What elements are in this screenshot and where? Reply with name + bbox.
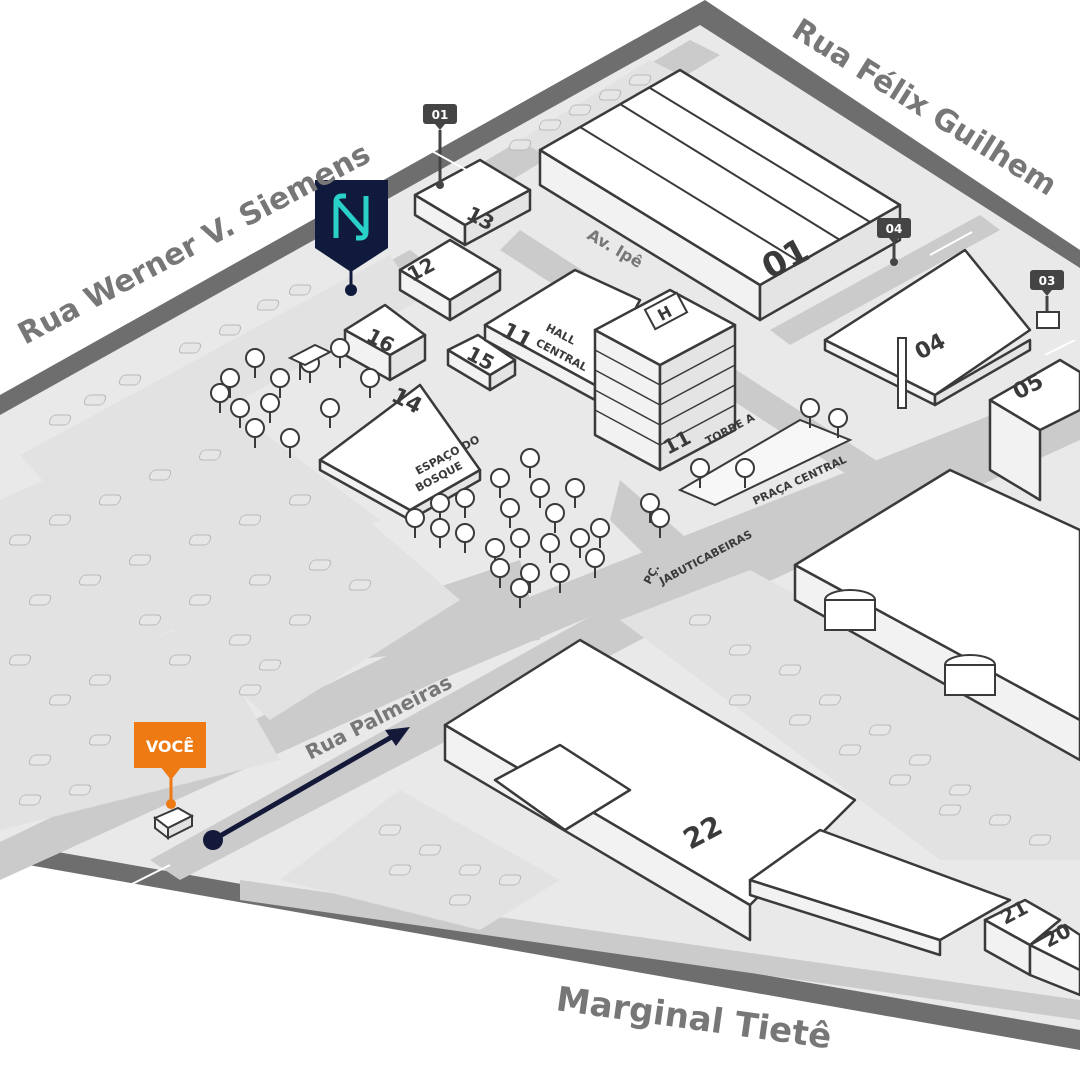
building-13[interactable]: 13 [413,158,532,247]
you-are-here-marker[interactable]: VOCÊ [134,722,206,841]
n-logo-icon [333,193,369,241]
building-22[interactable]: 22 [443,638,1012,957]
gate-01-label: 01 [432,108,449,122]
building-05[interactable]: 05 [988,358,1080,502]
building-east-warehouse[interactable] [793,468,1080,762]
bus-stop [287,343,333,380]
entrance-arrow-sw [129,864,171,886]
building-15[interactable]: 15 [446,333,517,392]
building-01[interactable]: 01 [538,68,902,322]
route-arrow [203,727,410,850]
you-label: VOCÊ [146,737,194,756]
brand-location-pin[interactable] [315,180,388,296]
gate-04[interactable]: 04 [877,218,973,266]
gate-01[interactable]: 01 [423,104,471,189]
building-16[interactable]: 16 [343,303,427,382]
gate-03-label: 03 [1039,274,1056,288]
building-04[interactable]: 04 [823,248,1032,409]
building-20[interactable]: 20 [1028,918,1080,997]
gate-04-label: 04 [886,222,903,236]
gate-03[interactable]: 03 [1030,270,1076,356]
